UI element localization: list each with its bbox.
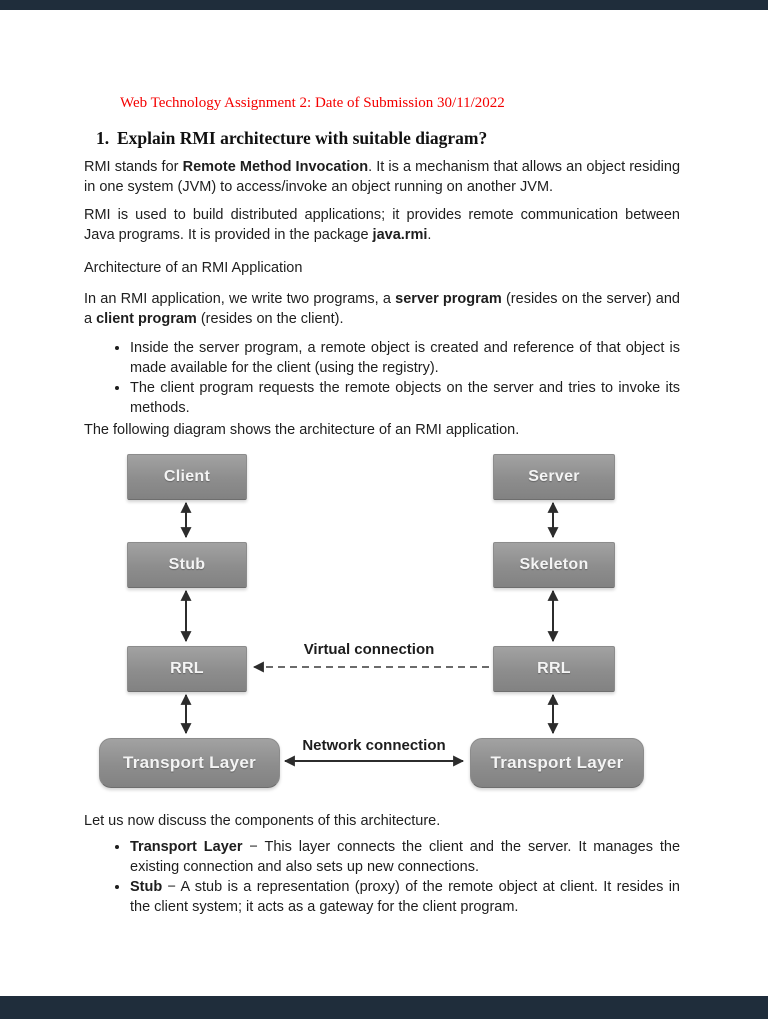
diagram-box-transport-layer-right: Transport Layer [470,738,644,788]
vertical-arrows [180,501,559,735]
viewer-bottom-bar [0,996,768,1019]
network-connection-label: Network connection [302,737,446,754]
diagram-box-client: Client [127,454,247,500]
paragraph-rmi-package: RMI is used to build distributed applica… [84,207,680,243]
diagram-box-stub: Stub [127,542,247,588]
viewer-top-bar [0,0,768,10]
paragraph-two-programs: In an RMI application, we write two prog… [84,291,680,327]
rmi-architecture-diagram: Client Stub RRL Transport Layer Server S… [84,454,680,788]
question-heading: 1. Explain RMI architecture with suitable… [96,127,680,149]
paragraph-components-intro: Let us now discuss the components of thi… [84,813,441,829]
question-number: 1. [96,128,110,148]
diagram-box-rrl-left: RRL [127,646,247,692]
list-item-stub: Stub − A stub is a representation (proxy… [130,877,680,917]
diagram-arrows [180,501,570,767]
bullet-list-components: Transport Layer − This layer connects th… [84,837,680,917]
diagram-box-server: Server [493,454,615,500]
paragraph-rmi-definition: RMI stands for Remote Method Invocation.… [84,159,681,195]
diagram-box-skeleton: Skeleton [493,542,615,588]
diagram-box-transport-layer-left: Transport Layer [99,738,280,788]
list-item-server-program: Inside the server program, a remote obje… [130,338,680,378]
virtual-connection-label: Virtual connection [303,641,435,658]
diagram-box-rrl-right: RRL [493,646,615,692]
list-item-client-program: The client program requests the remote o… [130,378,680,418]
bullet-list-programs: Inside the server program, a remote obje… [84,338,680,418]
paragraph-architecture-subtitle: Architecture of an RMI Application [84,260,303,276]
question-text: Explain RMI architecture with suitable d… [117,128,488,148]
document-content: Web Technology Assignment 2: Date of Sub… [84,10,680,917]
list-item-transport-layer: Transport Layer − This layer connects th… [130,837,680,877]
assignment-title: Web Technology Assignment 2: Date of Sub… [120,95,505,111]
paragraph-diagram-intro: The following diagram shows the architec… [84,422,520,438]
